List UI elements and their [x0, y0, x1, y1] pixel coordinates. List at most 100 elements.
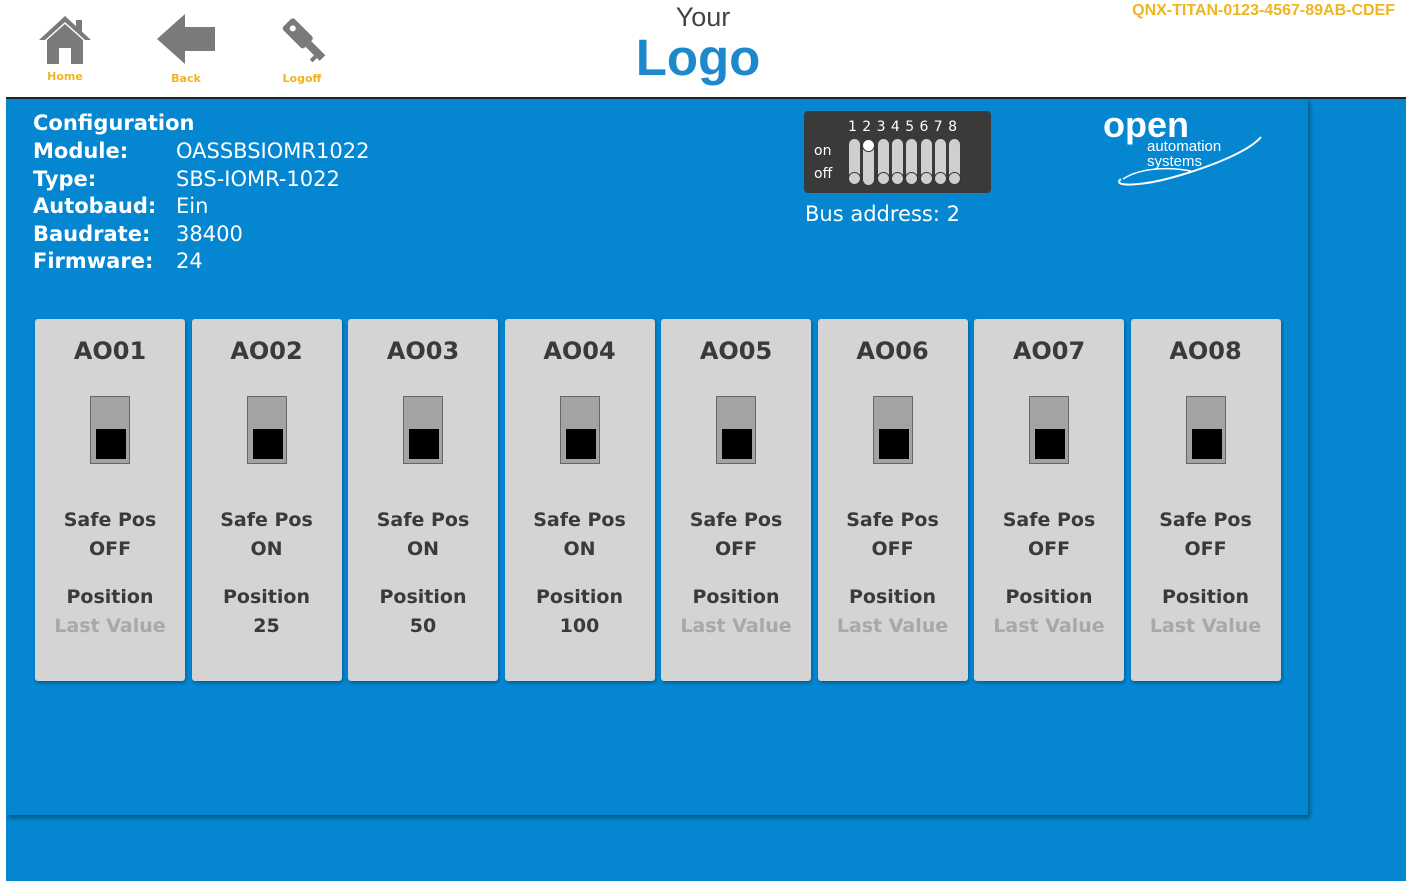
- top-bar: Home Back Logoff Your Logo QNX-TITAN-012…: [0, 0, 1411, 98]
- position-label: Position: [379, 586, 467, 608]
- position-value: 25: [253, 615, 280, 637]
- brand-word-automation: automation: [1147, 138, 1221, 155]
- logoff-button[interactable]: Logoff: [262, 8, 342, 90]
- dip-number-2: 2: [862, 119, 872, 135]
- dip-slot-2: [862, 139, 876, 185]
- back-button[interactable]: Back: [146, 8, 226, 90]
- dip-number-6: 6: [919, 119, 929, 135]
- channel-title: AO01: [73, 337, 147, 365]
- dip-knob-6: [919, 172, 933, 185]
- dip-knob-2: [862, 139, 876, 152]
- channel-toggle-switch[interactable]: [872, 396, 913, 464]
- home-label: Home: [47, 70, 83, 83]
- channel-toggle-switch[interactable]: [559, 396, 600, 464]
- config-key-firmware: Firmware:: [33, 249, 154, 273]
- position-value: Last Value: [680, 615, 792, 637]
- switch-knob: [1035, 429, 1065, 459]
- position-label: Position: [536, 586, 623, 608]
- switch-knob: [252, 429, 283, 459]
- home-icon: [39, 16, 91, 64]
- dip-number-8: 8: [948, 119, 958, 135]
- dip-knob-8: [948, 172, 962, 185]
- safe-pos-label: Safe Pos: [376, 509, 470, 531]
- dip-slot-1: [848, 139, 861, 185]
- channel-toggle-switch[interactable]: [1029, 396, 1069, 464]
- config-heading: Configuration: [33, 111, 195, 135]
- safe-pos-value: ON: [406, 538, 440, 560]
- switch-knob: [1191, 429, 1222, 459]
- dip-slot-3: [876, 139, 890, 185]
- dip-number-5: 5: [905, 119, 915, 135]
- position-label: Position: [692, 586, 780, 608]
- logo-your-text: Your: [675, 2, 731, 32]
- dip-number-7: 7: [933, 119, 943, 135]
- channel-toggle-switch[interactable]: [90, 396, 130, 464]
- safe-pos-label: Safe Pos: [846, 509, 939, 531]
- dip-number-4: 4: [890, 119, 900, 135]
- channel-toggle-switch[interactable]: [246, 396, 287, 464]
- position-label: Position: [849, 586, 936, 608]
- dip-off-label: off: [814, 166, 833, 182]
- position-value: Last Value: [1149, 615, 1262, 637]
- brand-word-systems: systems: [1147, 153, 1202, 170]
- channel-title: AO06: [856, 337, 929, 365]
- key-icon: [282, 18, 326, 63]
- channel-toggle-switch[interactable]: [403, 396, 443, 464]
- header-divider: [6, 97, 1406, 99]
- position-value: Last Value: [993, 615, 1105, 637]
- channel-title: AO04: [543, 337, 616, 365]
- brand-word-open: open: [1103, 104, 1189, 145]
- dip-slot-5: [905, 139, 919, 185]
- safe-pos-value: OFF: [871, 538, 914, 560]
- position-label: Position: [66, 586, 154, 608]
- dip-knob-4: [890, 172, 904, 185]
- config-value-type: SBS-IOMR-1022: [176, 167, 340, 191]
- position-value: Last Value: [54, 615, 166, 637]
- safe-pos-value: OFF: [1027, 538, 1071, 560]
- channel-toggle-switch[interactable]: [716, 396, 756, 464]
- dip-number-1: 1: [848, 119, 857, 135]
- safe-pos-label: Safe Pos: [63, 509, 157, 531]
- safe-pos-value: OFF: [88, 538, 132, 560]
- dip-slot-7: [933, 139, 947, 185]
- switch-knob: [878, 429, 909, 459]
- dip-knob-3: [876, 172, 890, 185]
- dip-slot-4: [890, 139, 904, 185]
- channel-toggle-switch[interactable]: [1185, 396, 1226, 464]
- dip-number-3: 3: [876, 119, 886, 135]
- dip-knob-5: [905, 172, 919, 185]
- safe-pos-label: Safe Pos: [1002, 509, 1096, 531]
- config-value-firmware: 24: [176, 249, 203, 273]
- switch-knob: [96, 429, 126, 459]
- switch-knob: [565, 429, 596, 459]
- safe-pos-value: ON: [250, 538, 283, 560]
- position-value: Last Value: [836, 615, 949, 637]
- channel-title: AO02: [230, 337, 303, 365]
- dip-slot-6: [919, 139, 933, 185]
- config-value-autobaud: Ein: [176, 194, 209, 218]
- bus-address: Bus address: 2: [805, 202, 960, 226]
- safe-pos-label: Safe Pos: [689, 509, 783, 531]
- logoff-label: Logoff: [282, 72, 322, 85]
- config-key-autobaud: Autobaud:: [33, 194, 157, 218]
- config-value-module: OASSBSIOMR1022: [176, 139, 370, 163]
- dip-knob-7: [933, 172, 947, 185]
- safe-pos-label: Safe Pos: [1159, 509, 1252, 531]
- switch-knob: [409, 429, 439, 459]
- safe-pos-label: Safe Pos: [533, 509, 626, 531]
- position-label: Position: [1162, 586, 1249, 608]
- config-key-baudrate: Baudrate:: [33, 222, 151, 246]
- dip-on-label: on: [814, 143, 832, 159]
- dip-knob-1: [848, 172, 861, 185]
- home-button[interactable]: Home: [25, 8, 105, 90]
- switch-knob: [722, 429, 752, 459]
- config-key-type: Type:: [33, 167, 97, 191]
- safe-pos-value: OFF: [714, 538, 758, 560]
- device-id: QNX-TITAN-0123-4567-89AB-CDEF: [1132, 2, 1395, 19]
